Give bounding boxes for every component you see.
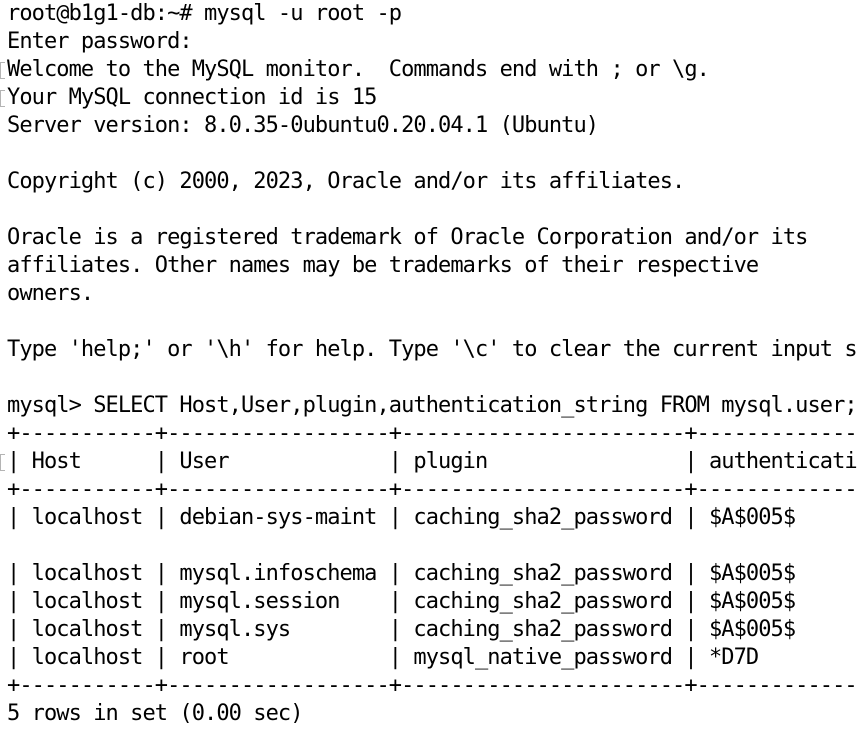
terminal-line: root@b1g1-db:~# mysql -u root -p bbox=[7, 1, 402, 26]
terminal-line: owners. bbox=[7, 281, 94, 306]
table-row: | localhost | root | mysql_native_passwo… bbox=[7, 645, 759, 670]
table-header-row: | Host | User | plugin | authentication_… bbox=[7, 449, 858, 474]
terminal-line: Oracle is a registered trademark of Orac… bbox=[7, 225, 808, 250]
selection-marker bbox=[0, 454, 5, 471]
table-row: | localhost | mysql.sys | caching_sha2_p… bbox=[7, 617, 796, 642]
selection-marker bbox=[0, 90, 5, 107]
table-border: +-----------+------------------+--------… bbox=[7, 421, 858, 446]
terminal-line: affiliates. Other names may be trademark… bbox=[7, 253, 759, 278]
terminal-line: Server version: 8.0.35-0ubuntu0.20.04.1 … bbox=[7, 113, 599, 138]
table-row: | localhost | debian-sys-maint | caching… bbox=[7, 505, 796, 530]
table-row: | localhost | mysql.session | caching_sh… bbox=[7, 589, 796, 614]
terminal-line: Copyright (c) 2000, 2023, Oracle and/or … bbox=[7, 169, 685, 194]
terminal-line: Welcome to the MySQL monitor. Commands e… bbox=[7, 57, 710, 82]
terminal-line: Type 'help;' or '\h' for help. Type '\c'… bbox=[7, 337, 858, 362]
table-row: | localhost | mysql.infoschema | caching… bbox=[7, 561, 796, 586]
terminal-line: Your MySQL connection id is 15 bbox=[7, 85, 377, 110]
selection-marker bbox=[0, 62, 5, 79]
result-summary: 5 rows in set (0.00 sec) bbox=[7, 701, 304, 726]
sql-command-line: mysql> SELECT Host,User,plugin,authentic… bbox=[7, 393, 858, 418]
terminal-line: Enter password: bbox=[7, 29, 193, 54]
table-border: +-----------+------------------+--------… bbox=[7, 477, 858, 502]
table-border: +-----------+------------------+--------… bbox=[7, 673, 858, 698]
